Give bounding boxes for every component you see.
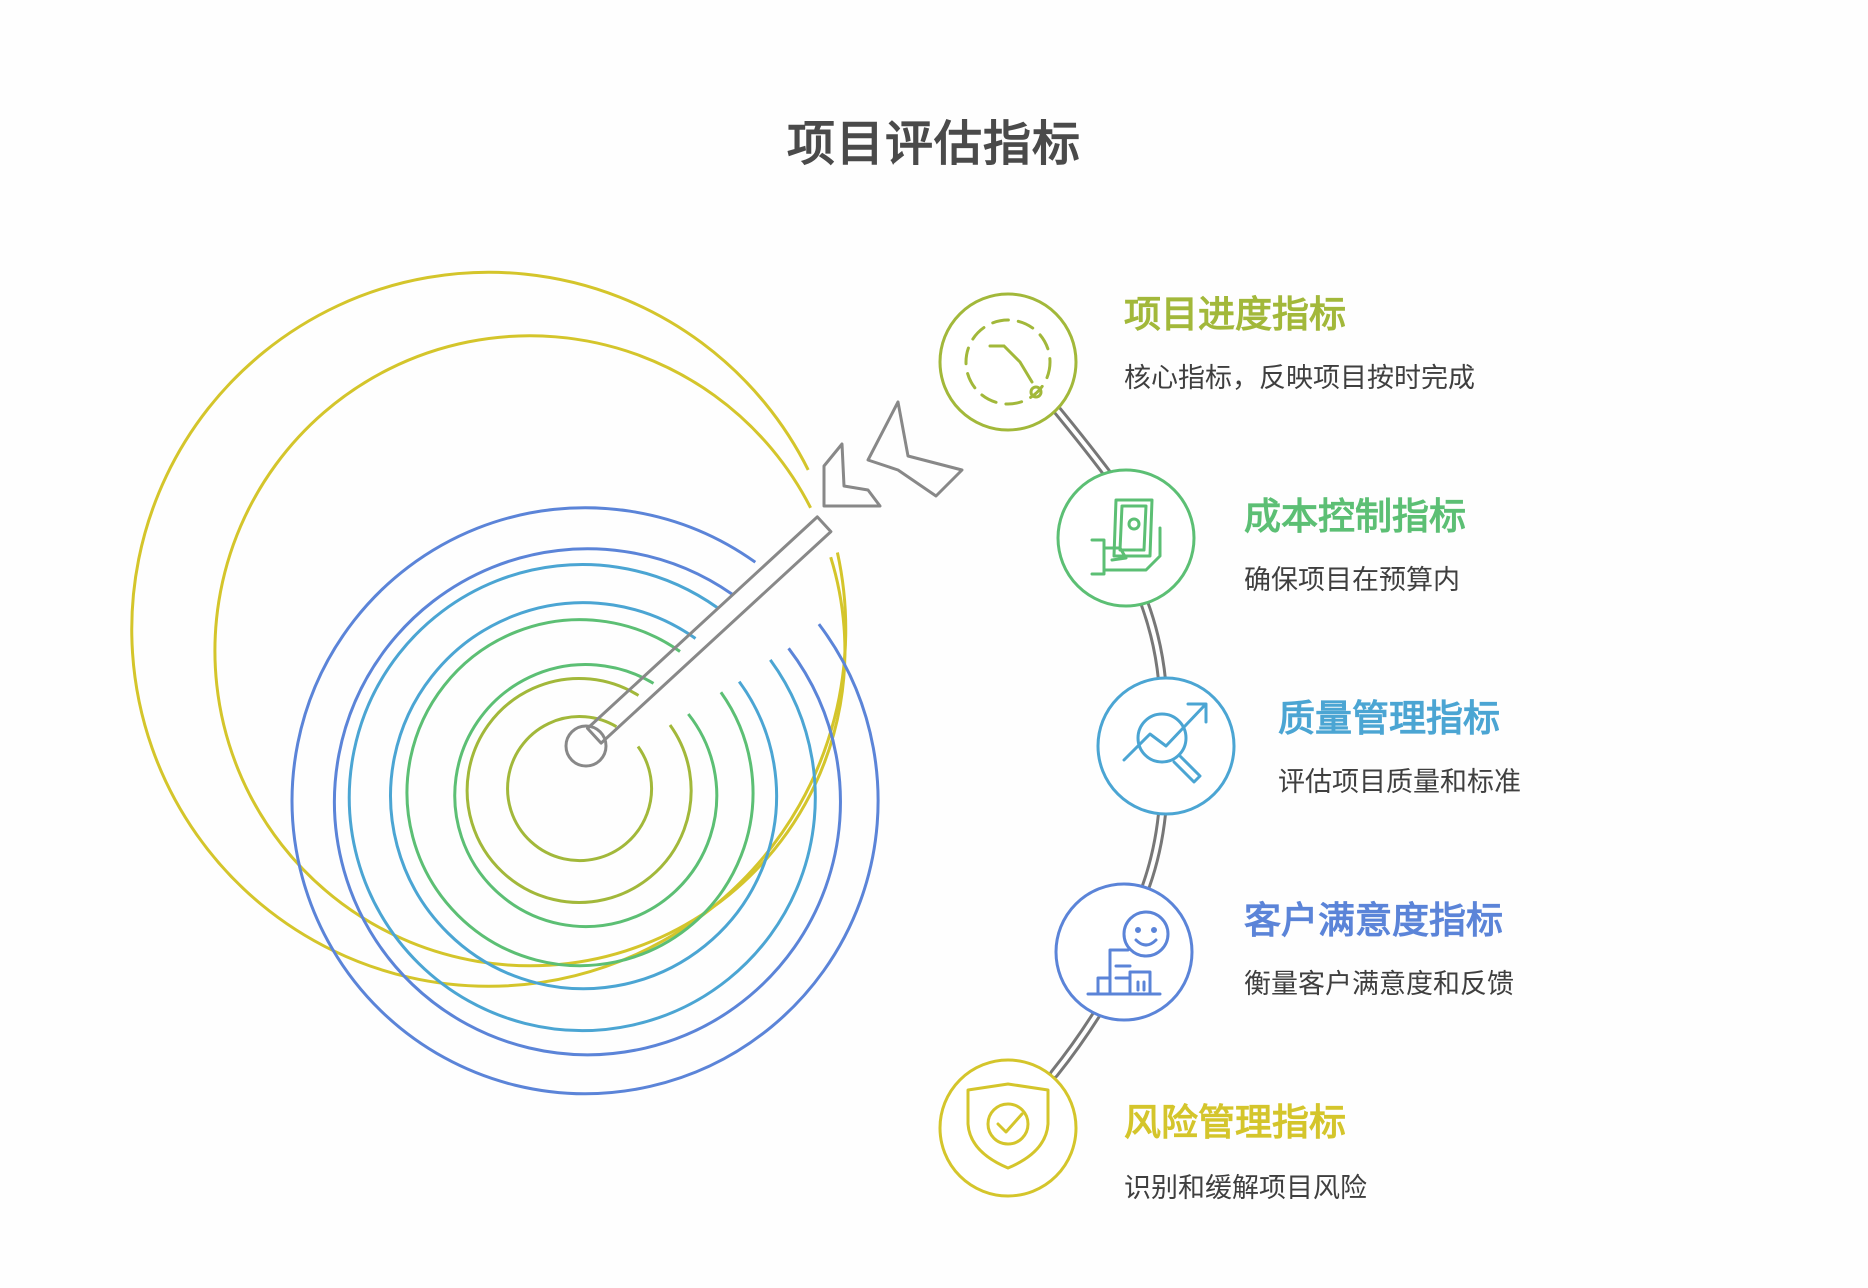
target-rings xyxy=(130,270,880,1096)
ring-schedule-outer xyxy=(465,676,693,904)
item-icon-satisfaction xyxy=(1054,882,1194,1022)
ring-risk-inner xyxy=(213,334,847,968)
item-desc-quality: 评估项目质量和标准 xyxy=(1278,767,1521,798)
ring-cost-outer xyxy=(405,618,755,968)
item-icon-cost xyxy=(1056,468,1196,608)
arrow-shaft xyxy=(586,515,833,745)
item-desc-schedule: 核心指标，反映项目按时完成 xyxy=(1124,363,1475,394)
ring-cost-inner xyxy=(453,663,719,929)
item-title-cost: 成本控制指标 xyxy=(1244,495,1466,538)
hand-money-icon xyxy=(1090,498,1162,576)
arrow-tip-circle xyxy=(564,724,608,768)
item-icon-quality xyxy=(1096,676,1236,816)
ring-risk-outer xyxy=(130,270,848,988)
ring-quality-inner xyxy=(389,601,778,991)
arrow-feather-inner xyxy=(822,442,882,508)
arrow xyxy=(564,400,964,768)
item-icon-risk xyxy=(938,1058,1078,1198)
item-title-satisfaction: 客户满意度指标 xyxy=(1244,899,1503,942)
arrow-feather-outer xyxy=(866,400,964,498)
item-title-schedule: 项目进度指标 xyxy=(1124,293,1346,336)
shield-check-icon xyxy=(966,1082,1050,1170)
page-title: 项目评估指标 xyxy=(786,116,1081,172)
ring-satisfaction-inner xyxy=(332,547,842,1057)
item-title-risk: 风险管理指标 xyxy=(1124,1101,1346,1144)
ring-satisfaction-outer xyxy=(290,506,880,1096)
clock-dashed-icon xyxy=(964,318,1052,406)
item-desc-risk: 识别和缓解项目风险 xyxy=(1124,1173,1367,1204)
item-title-quality: 质量管理指标 xyxy=(1278,697,1500,740)
magnifier-trend-icon xyxy=(1122,702,1208,784)
smiley-building-icon xyxy=(1086,910,1170,996)
ring-quality-outer xyxy=(347,563,817,1033)
item-icon-schedule xyxy=(938,292,1078,432)
ring-schedule-inner xyxy=(506,715,654,863)
item-desc-cost: 确保项目在预算内 xyxy=(1244,565,1460,596)
item-desc-satisfaction: 衡量客户满意度和反馈 xyxy=(1244,969,1514,1000)
